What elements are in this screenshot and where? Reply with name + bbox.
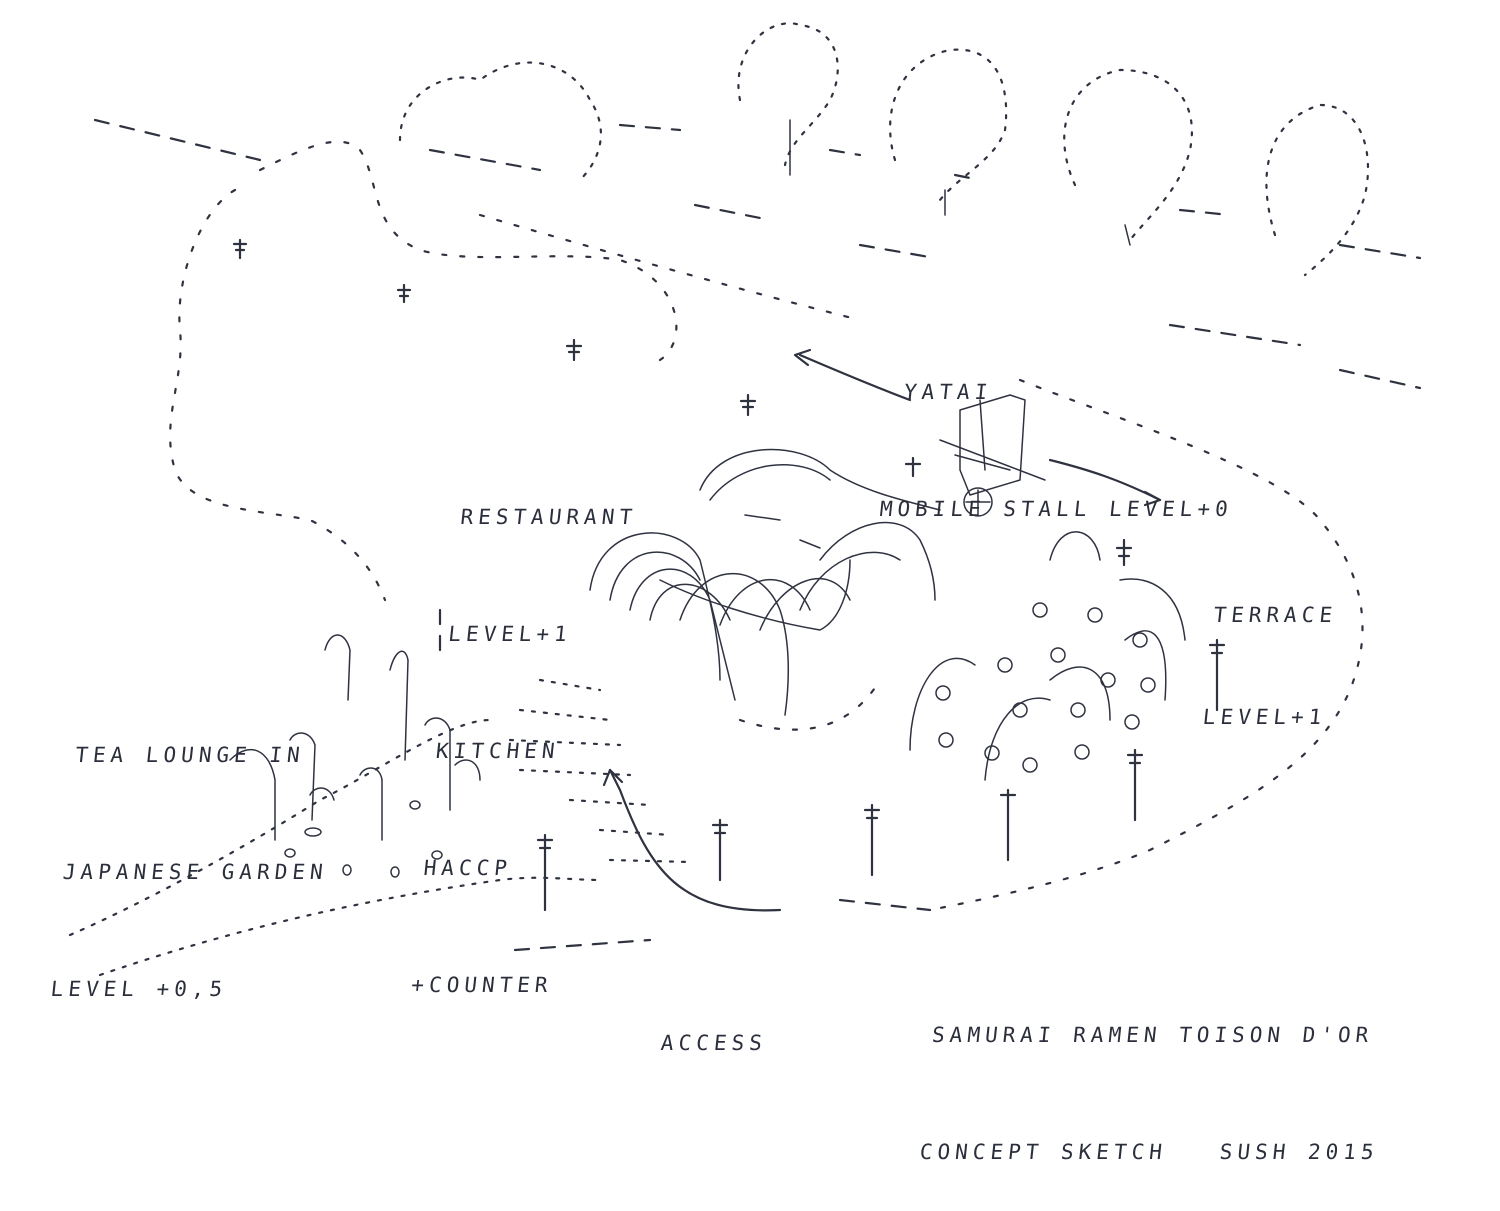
- caption: SAMURAI RAMEN TOISON D'OR CONCEPT SKETCH…: [914, 938, 1401, 1211]
- restaurant-haccp: HACCP: [422, 856, 514, 880]
- terrace-umbrellas: [909, 531, 1186, 781]
- access-label: ACCESS: [655, 946, 777, 1102]
- terrace-title: TERRACE: [1212, 603, 1339, 627]
- caption-credit: CONCEPT SKETCH SUSH 2015: [918, 1140, 1380, 1164]
- restaurant-kitchen: KITCHEN: [434, 739, 561, 763]
- access-stairs: [508, 678, 882, 912]
- flow-arrows: [793, 348, 1162, 507]
- site-boundary: [169, 140, 1364, 952]
- terrace-level: LEVEL+1: [1201, 705, 1328, 729]
- restaurant-level: LEVEL+1: [447, 622, 574, 646]
- restaurant-title: RESTAURANT: [459, 505, 639, 529]
- background-trees: [398, 22, 1370, 277]
- tea-lounge-garden: [68, 634, 602, 977]
- yatai-cart: [939, 394, 1046, 517]
- motion-dashes: [93, 118, 1422, 390]
- terrace-label: TERRACE LEVEL+1: [1197, 530, 1346, 768]
- restaurant-canopy: [589, 448, 941, 716]
- yatai-title: YATAI: [902, 380, 994, 404]
- yatai-subtitle: MOBILE STALL LEVEL+0: [878, 497, 1234, 521]
- access-text: ACCESS: [659, 1031, 769, 1055]
- yatai-label: YATAI MOBILE STALL LEVEL+0: [874, 295, 1256, 568]
- restaurant-counter: +COUNTER: [410, 973, 554, 997]
- tree-symbols: [232, 238, 1226, 912]
- tea-lounge-label: TEA LOUNGE IN JAPANESE GARDEN LEVEL +0,5: [45, 658, 351, 1048]
- tea-lounge-garden-name: JAPANESE GARDEN: [61, 860, 329, 884]
- tea-lounge-title: TEA LOUNGE IN: [74, 743, 306, 767]
- caption-title: SAMURAI RAMEN TOISON D'OR: [930, 1023, 1375, 1047]
- concept-sketch-drawing: [68, 22, 1422, 977]
- tea-lounge-level: LEVEL +0,5: [49, 977, 229, 1001]
